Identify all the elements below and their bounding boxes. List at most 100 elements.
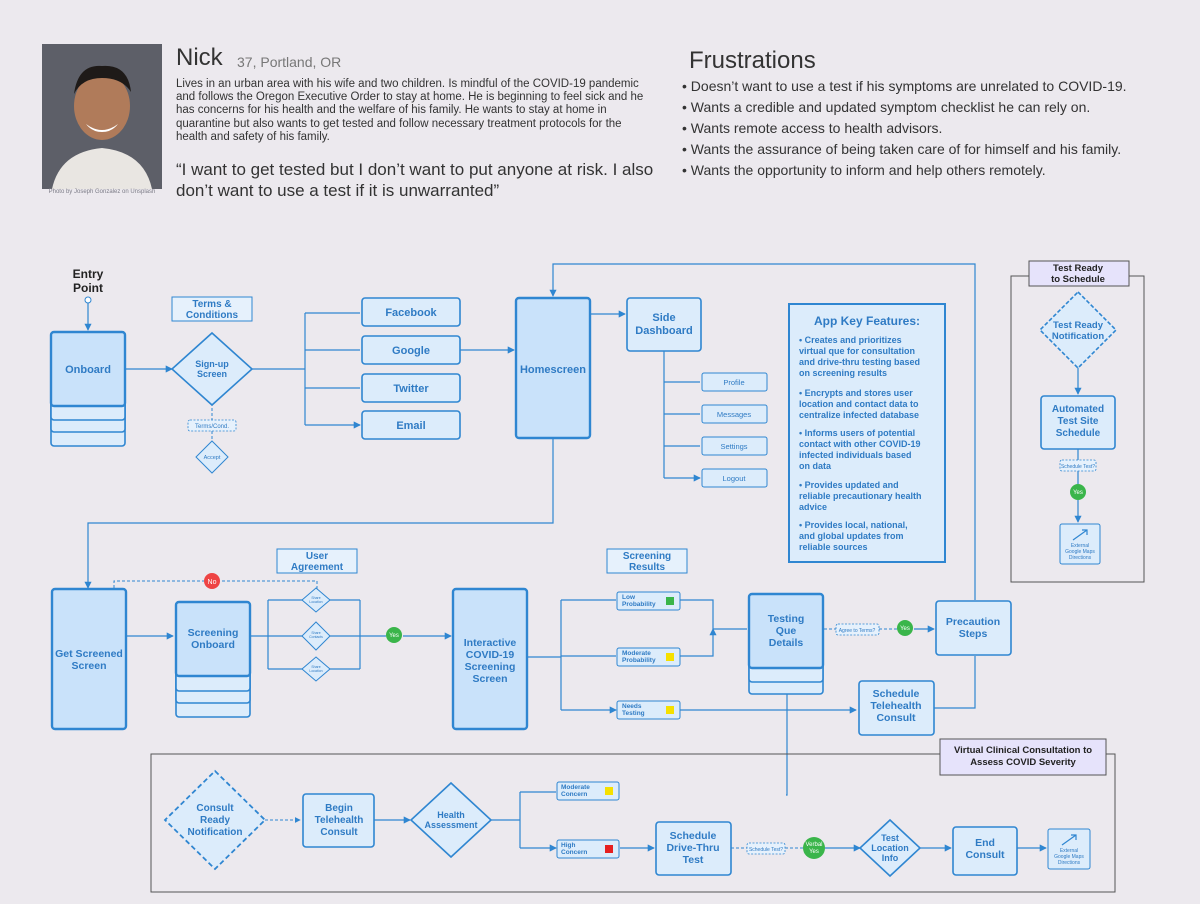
svg-text:Facebook: Facebook <box>385 307 437 319</box>
svg-text:Terms/Cond.: Terms/Cond. <box>195 424 229 430</box>
terms-conditions-header: Terms &Conditions <box>171 296 253 322</box>
yes-badge: Yes <box>897 620 913 636</box>
svg-text:• Creates and prioritizes: • Creates and prioritizes virtual que fo… <box>799 335 924 552</box>
svg-text:Agree to Terms?: Agree to Terms? <box>839 628 876 634</box>
external-link-icon <box>1061 834 1077 846</box>
svg-text:Twitter: Twitter <box>393 383 429 395</box>
svg-text:Logout: Logout <box>723 474 747 483</box>
agree-terms-pill[interactable]: Agree to Terms? <box>835 623 880 636</box>
accept-decision[interactable]: Accept <box>195 440 229 474</box>
svg-text:Profile: Profile <box>723 378 744 387</box>
frustration-item: Doesn’t want to use a test if his sympto… <box>682 78 1162 95</box>
frustration-item: Wants the opportunity to inform and help… <box>682 162 1162 179</box>
messages-item[interactable]: Messages <box>701 404 768 424</box>
svg-text:No: No <box>208 579 217 586</box>
frustrations-list: Doesn’t want to use a test if his sympto… <box>682 78 1162 183</box>
frustrations-title: Frustrations <box>689 47 816 74</box>
terms-cond-pill[interactable]: Terms/Cond. <box>187 419 237 432</box>
svg-text:Homescreen: Homescreen <box>520 364 586 376</box>
schedule-test-pill[interactable]: Schedule Test? <box>1059 459 1097 472</box>
svg-text:Yes: Yes <box>1073 490 1083 496</box>
persona-name: Nick <box>176 44 223 71</box>
no-badge: No <box>204 573 220 589</box>
logout-item[interactable]: Logout <box>701 468 768 488</box>
settings-item[interactable]: Settings <box>701 436 768 456</box>
persona-quote: “I want to get tested but I don’t want t… <box>176 160 654 200</box>
external-link-icon <box>1072 529 1088 541</box>
svg-text:Messages: Messages <box>717 410 751 419</box>
onboard-screen[interactable]: Onboard <box>49 330 127 447</box>
frustration-item: Wants a credible and updated symptom che… <box>682 99 1162 116</box>
svg-text:Google: Google <box>392 345 430 357</box>
svg-text:Terms &Conditions: Terms &Conditions <box>186 299 239 321</box>
homescreen[interactable]: Homescreen <box>514 296 592 440</box>
profile-item[interactable]: Profile <box>701 372 768 392</box>
persona-bio: Lives in an urban area with his wife and… <box>176 78 644 143</box>
facebook-button[interactable]: Facebook <box>361 297 461 327</box>
google-button[interactable]: Google <box>361 335 461 365</box>
svg-text:Email: Email <box>396 420 425 432</box>
yes-badge: Yes <box>386 627 402 643</box>
svg-text:Schedule Test?: Schedule Test? <box>749 847 783 853</box>
svg-text:Yes: Yes <box>389 633 399 639</box>
email-button[interactable]: Email <box>361 410 461 440</box>
svg-text:Accept: Accept <box>204 455 221 461</box>
schedule-test-pill[interactable]: Schedule Test? <box>746 842 786 855</box>
photo-caption: Photo by Joseph Gonzalez on Unsplash <box>48 189 156 195</box>
twitter-button[interactable]: Twitter <box>361 373 461 403</box>
onboard-label: Onboard <box>65 364 111 376</box>
persona-photo <box>42 44 162 189</box>
frustration-item: Wants remote access to health advisors. <box>682 120 1162 137</box>
